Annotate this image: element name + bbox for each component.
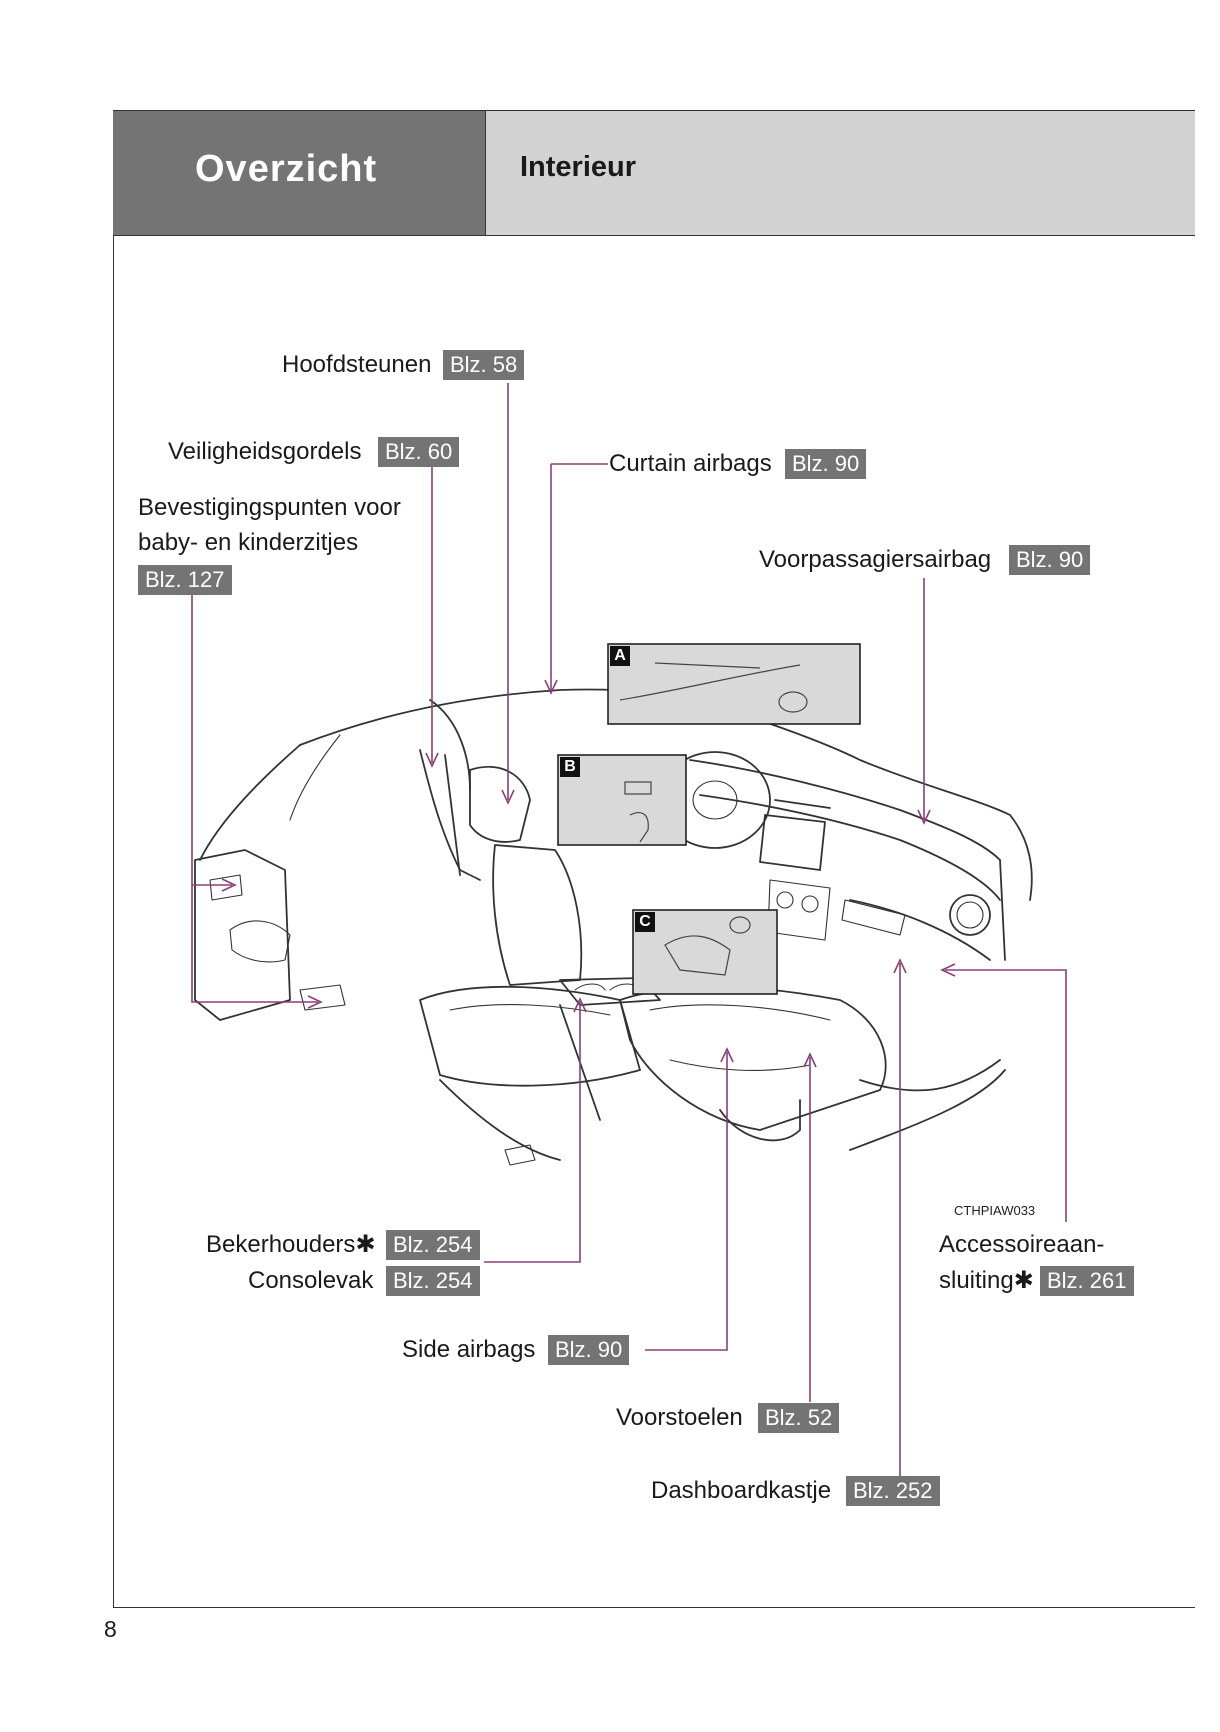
label-bevestigingspunten-line2: baby- en kinderzitjes	[138, 529, 359, 556]
inset-b-label: B	[564, 758, 576, 775]
page-ref-voorstoelen[interactable]: Blz. 52	[758, 1403, 840, 1433]
label-accessoire-line2: sluiting✱	[939, 1267, 1034, 1294]
inset-a-label: A	[614, 647, 626, 664]
page-ref-bekerhouders[interactable]: Blz. 254	[386, 1230, 480, 1260]
label-veiligheidsgordels: Veiligheidsgordels	[168, 438, 362, 465]
label-voorpassagiersairbag: Voorpassagiersairbag	[759, 546, 992, 573]
asterisk-icon: ✱	[1013, 1267, 1034, 1294]
page-title: Interieur	[520, 151, 637, 183]
label-consolevak: Consolevak	[248, 1267, 374, 1294]
label-bevestigingspunten-line1: Bevestigingspunten voor	[138, 494, 401, 521]
figure-code: CTHPIAW033	[954, 1203, 1036, 1218]
page-frame-left	[113, 110, 114, 1608]
page-ref-veiligheidsgordels[interactable]: Blz. 60	[378, 437, 460, 467]
label-hoofdsteunen: Hoofdsteunen	[282, 351, 432, 378]
section-title: Overzicht	[195, 148, 378, 190]
page-ref-side-airbags[interactable]: Blz. 90	[548, 1335, 630, 1365]
inset-c	[632, 909, 778, 995]
inset-a	[607, 643, 861, 725]
asterisk-icon: ✱	[355, 1231, 376, 1258]
page-frame-bottom	[113, 1607, 1195, 1608]
label-accessoire-line1: Accessoireaan-	[939, 1231, 1105, 1258]
label-voorstoelen: Voorstoelen	[616, 1404, 743, 1431]
page-ref-voorpassagiersairbag[interactable]: Blz. 90	[1009, 545, 1091, 575]
title-bar	[485, 110, 1195, 236]
page-ref-consolevak[interactable]: Blz. 254	[386, 1266, 480, 1296]
label-side-airbags: Side airbags	[402, 1336, 536, 1363]
leader-lines	[191, 383, 1067, 1476]
label-bekerhouders: Bekerhouders✱	[206, 1231, 376, 1258]
inset-c-label: C	[639, 913, 651, 930]
page-ref-bevestigingspunten[interactable]: Blz. 127	[138, 565, 232, 595]
label-dashboardkastje: Dashboardkastje	[651, 1477, 832, 1504]
page-number: 8	[104, 1616, 117, 1642]
page-ref-hoofdsteunen[interactable]: Blz. 58	[443, 350, 525, 380]
page-ref-curtain-airbags[interactable]: Blz. 90	[785, 449, 867, 479]
label-curtain-airbags: Curtain airbags	[609, 450, 772, 477]
page-ref-accessoire[interactable]: Blz. 261	[1040, 1266, 1134, 1296]
section-tab	[113, 110, 485, 236]
page-ref-dashboardkastje[interactable]: Blz. 252	[846, 1476, 940, 1506]
inset-b	[557, 754, 687, 846]
